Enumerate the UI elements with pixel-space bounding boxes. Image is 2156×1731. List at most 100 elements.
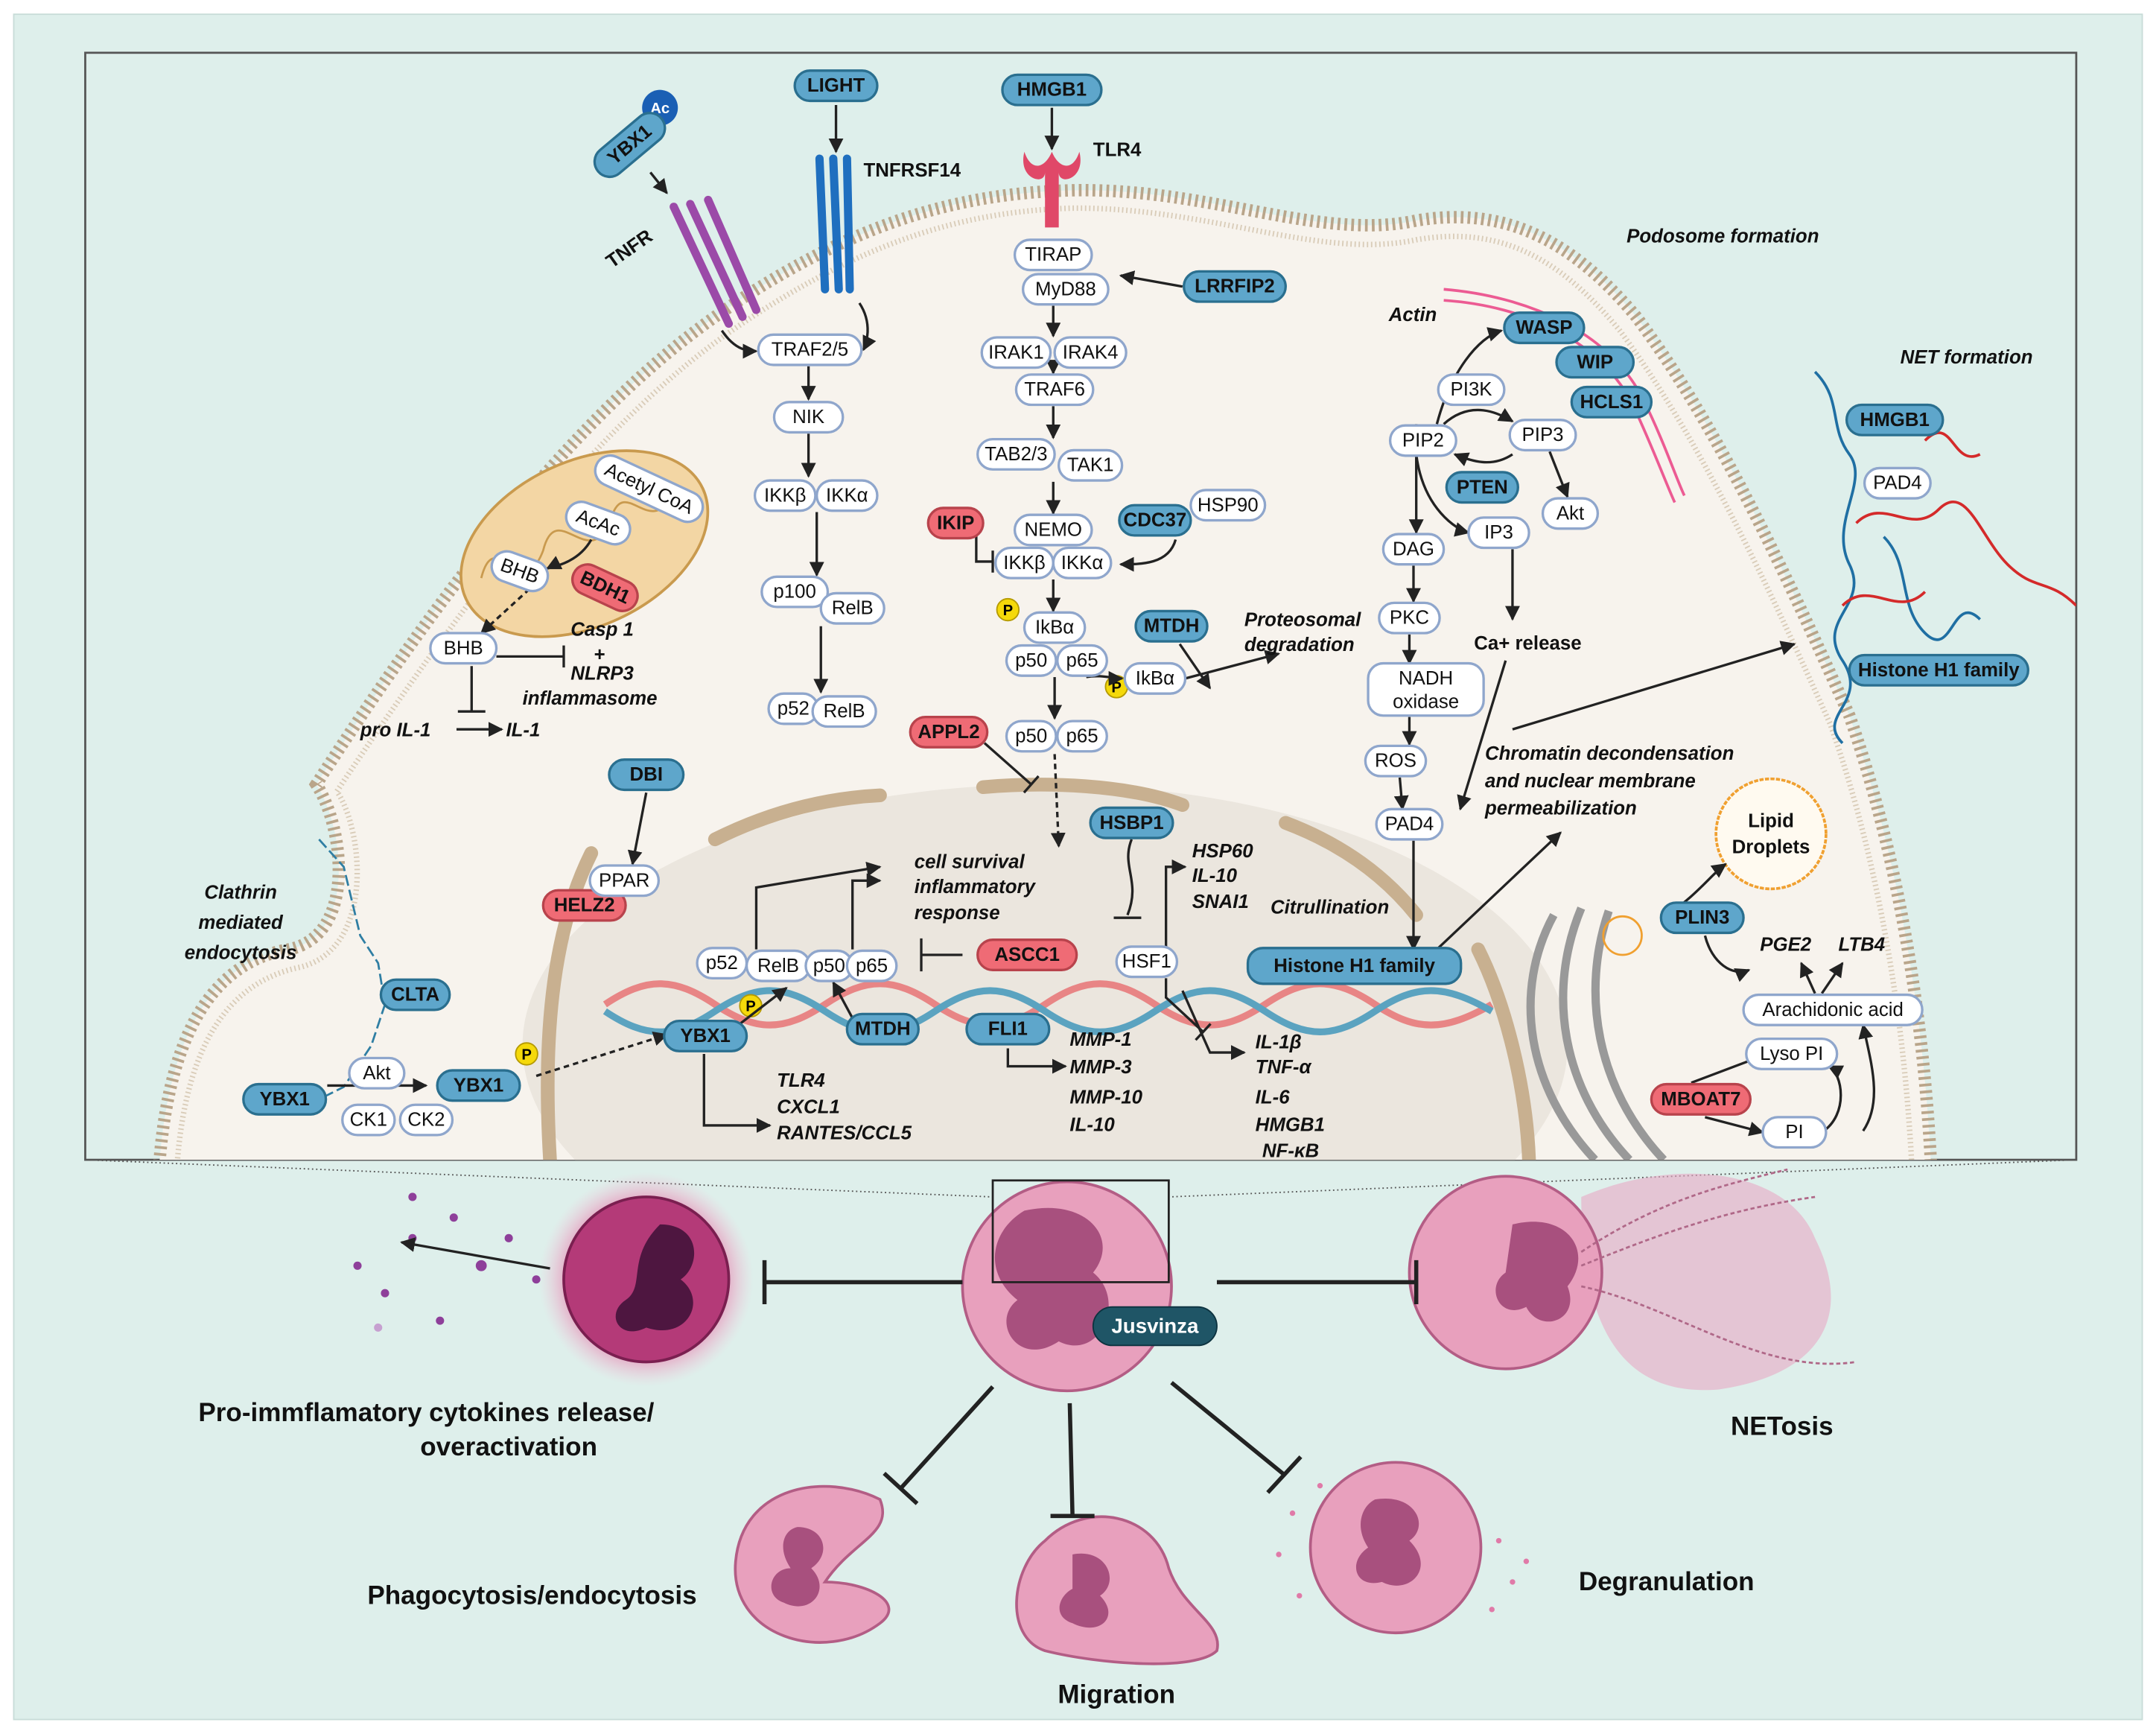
- protein-label: RelB: [832, 598, 874, 619]
- protein-label: YBX1: [454, 1075, 503, 1096]
- protein-p50-1: p50: [1005, 644, 1058, 677]
- activation-arrow: [1703, 935, 1751, 982]
- svg-text:P: P: [1003, 603, 1014, 619]
- protein-label: MTDH: [855, 1019, 911, 1040]
- protein-hmgb1-net: HMGB1: [1845, 403, 1944, 436]
- protein-ikka-1: IKKα: [815, 479, 879, 512]
- protein-dbi: DBI: [608, 758, 685, 792]
- hsf1-target: SNAI1: [1192, 892, 1249, 912]
- activation-arrow: [1436, 831, 1562, 950]
- fli1-target: MMP-10: [1069, 1087, 1142, 1108]
- tnfr-receptor: [670, 195, 761, 328]
- protein-irak1: IRAK1: [980, 336, 1052, 369]
- protein-label: NEMO: [1025, 520, 1083, 541]
- vesicle: [1602, 915, 1643, 956]
- protein-lrrfip2: LRRFIP2: [1183, 270, 1287, 303]
- degranulation-label: Degranulation: [1579, 1567, 1755, 1596]
- phosphate-icon: P: [739, 994, 763, 1018]
- protein-label: CK1: [350, 1110, 387, 1131]
- membrane-inner: [174, 205, 1915, 1160]
- citrullination-label: Citrullination: [1271, 898, 1389, 918]
- protein-label: TRAF6: [1024, 379, 1085, 400]
- protein-label: p100: [773, 582, 815, 603]
- protein-ikkb-2: IKKβ: [994, 546, 1055, 579]
- tlr4-receptor: [1023, 151, 1081, 228]
- hsf1-repressed-target: NF-κB: [1262, 1140, 1319, 1161]
- protein-lysopi: Lyso PI: [1745, 1037, 1839, 1070]
- protein-label: RelB: [757, 956, 799, 976]
- protein-label: p65: [856, 956, 888, 976]
- activation-arrow: [1443, 407, 1514, 425]
- protein-traf25: TRAF2/5: [757, 333, 863, 366]
- activation-arrow: [1119, 270, 1183, 288]
- protein-ros: ROS: [1364, 744, 1428, 778]
- protein-label: WASP: [1516, 317, 1572, 338]
- protein-label: HSP90: [1198, 495, 1259, 515]
- protein-ck1: CK1: [341, 1103, 396, 1137]
- chromatin-label-2: and nuclear membrane: [1485, 771, 1696, 792]
- protein-label: ASCC1: [994, 944, 1060, 965]
- protein-ikkb-1: IKKβ: [753, 479, 817, 512]
- central-neutrophil-nucleus: [994, 1207, 1109, 1350]
- protein-fli1: FLI1: [965, 1012, 1051, 1046]
- activation-arrow: [546, 539, 593, 570]
- protein-label: IKIP: [937, 512, 974, 533]
- lipid-label-1: Lipid: [1748, 810, 1794, 831]
- protein-pad4-net: PAD4: [1863, 466, 1932, 500]
- protein-ybx1-c: YBX1: [663, 1019, 748, 1052]
- protein-ybx1-a: YBX1: [242, 1082, 328, 1116]
- protein-bhb-mito: BHB: [490, 550, 550, 593]
- protein-akt-2: Akt: [348, 1056, 406, 1090]
- protein-label: IKKα: [826, 485, 868, 506]
- protein-label: YBX1: [680, 1026, 730, 1046]
- protein-wasp: WASP: [1503, 311, 1586, 345]
- fli1-target: MMP-1: [1069, 1029, 1131, 1050]
- protein-label: LIGHT: [807, 75, 865, 96]
- activation-arrow: [627, 792, 648, 866]
- protein-label: IKKα: [1061, 553, 1104, 574]
- survival-label-3: response: [915, 903, 1000, 924]
- protein-p50-3: p50: [804, 949, 854, 982]
- protein-hsf1: HSF1: [1115, 945, 1179, 979]
- protein-ip3: IP3: [1467, 516, 1530, 550]
- protein-label: p52: [706, 953, 738, 974]
- jusvinza-badge[interactable]: Jusvinza: [1092, 1306, 1218, 1347]
- protein-label: PI: [1785, 1122, 1803, 1143]
- net-formation-label: NET formation: [1901, 347, 2033, 368]
- protein-label: MTDH: [1144, 616, 1200, 637]
- ybx1-target: TLR4: [777, 1070, 825, 1091]
- protein-hsbp1: HSBP1: [1089, 806, 1174, 839]
- casp1-label: Casp 1: [570, 620, 634, 641]
- protein-ikka-2: IKKα: [1052, 546, 1113, 579]
- protein-p100: p100: [760, 575, 830, 609]
- protein-irak4: IRAK4: [1053, 336, 1128, 369]
- protein-bhb: BHB: [429, 632, 498, 665]
- protein-label: Akt: [1556, 503, 1584, 524]
- protein-label: Lyso PI: [1760, 1044, 1823, 1064]
- survival-label-2: inflammatory: [915, 877, 1037, 898]
- activation-arrow: [851, 873, 882, 950]
- protein-pad4-1: PAD4: [1375, 807, 1444, 841]
- protein-label: PAD4: [1873, 473, 1922, 494]
- protein-myd88: MyD88: [1021, 273, 1110, 306]
- protein-clta: CLTA: [379, 978, 451, 1011]
- protein-relb-1: RelB: [819, 591, 885, 625]
- protein-label: TAB2/3: [985, 444, 1047, 465]
- inhibition-arrow: [975, 534, 993, 563]
- protein-label: Histone H1 family: [1273, 956, 1435, 976]
- protein-label: PLIN3: [1675, 907, 1729, 928]
- protein-label: FLI1: [988, 1019, 1028, 1040]
- protein-tirap: TIRAP: [1013, 238, 1093, 272]
- protein-ikba-1: IkBα: [1023, 611, 1087, 644]
- protein-label: TAK1: [1067, 455, 1114, 476]
- protein-mtdh-nuc: MTDH: [845, 1012, 920, 1046]
- inhibition-arrow: [983, 742, 1032, 786]
- tnfrsf14-receptor: [815, 154, 854, 293]
- protein-histone-net: Histone H1 family: [1848, 653, 2029, 687]
- hsf1-repressed-target: IL-1β: [1256, 1032, 1302, 1053]
- pge2-label: PGE2: [1760, 934, 1812, 955]
- activation-arrow: [702, 1053, 772, 1133]
- protein-label: p50: [1015, 650, 1047, 671]
- protein-label: CLTA: [391, 985, 439, 1006]
